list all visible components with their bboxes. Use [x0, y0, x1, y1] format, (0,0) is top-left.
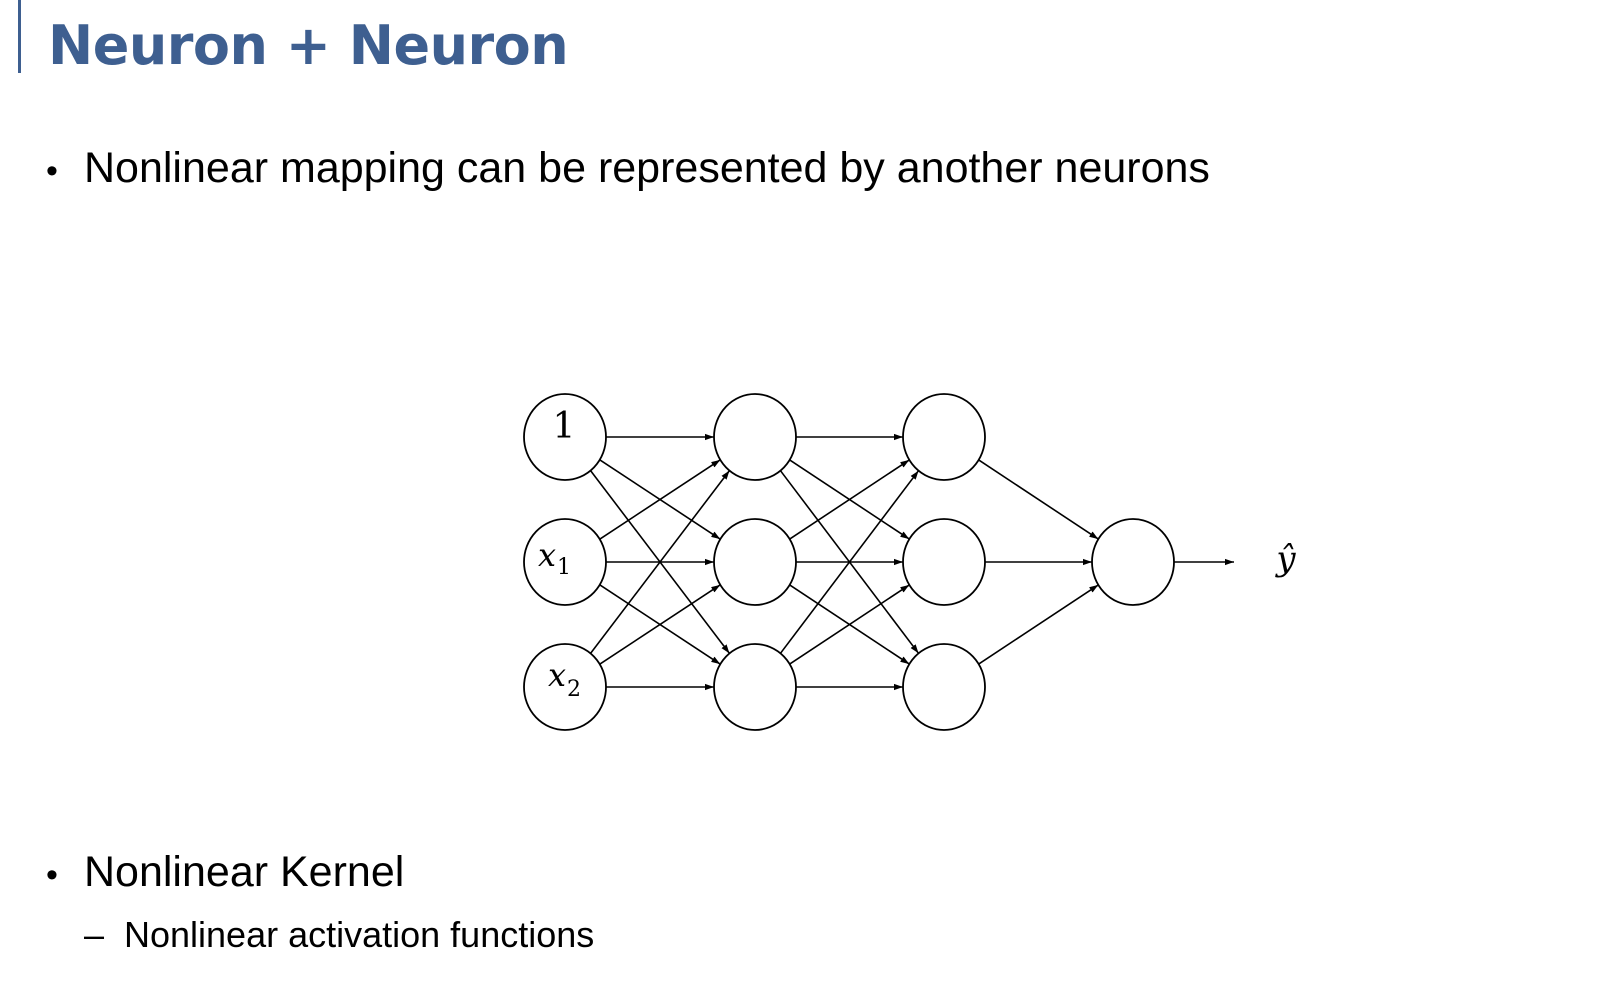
node-layer0-0	[523, 393, 607, 481]
input-node-bias-label: 1	[553, 406, 576, 447]
slide-title: Neuron + Neuron	[48, 14, 569, 77]
sub-bullet-1-text: Nonlinear activation functions	[124, 914, 595, 955]
bullet-2-text: Nonlinear Kernel	[84, 848, 405, 896]
sub-bullet-1: – Nonlinear activation functions	[84, 914, 594, 956]
node-layer0-2	[523, 643, 607, 731]
node-layer1-0	[713, 393, 797, 481]
node-layer1-1	[713, 518, 797, 606]
edge-l1n2-to-l2n0	[779, 470, 920, 654]
edge-l2n0-to-l3n0	[978, 459, 1099, 540]
edge-l1n2-to-l2n1	[789, 584, 910, 665]
edge-l2n2-to-l3n0	[978, 584, 1099, 665]
edge-l0n2-to-l1n1	[599, 584, 721, 665]
svg-text:1: 1	[557, 555, 571, 580]
bullet-glyph: •	[46, 152, 58, 190]
edge-l0n2-to-l1n0	[589, 470, 731, 654]
bullet-1-text: Nonlinear mapping can be represented by …	[84, 144, 1210, 192]
edge-l0n1-to-l1n0	[599, 459, 721, 540]
node-layer0-1	[523, 518, 607, 606]
edge-l1n1-to-l2n0	[789, 459, 910, 540]
node-layer2-2	[902, 643, 986, 731]
output-label-y-hat: ŷ	[1274, 539, 1296, 579]
bullet-glyph: •	[46, 856, 58, 894]
connection-edges	[589, 433, 1234, 691]
bullet-1: • Nonlinear mapping can be represented b…	[46, 144, 1210, 193]
node-layer1-2	[713, 643, 797, 731]
title-accent-bar	[18, 0, 21, 73]
svg-text:2: 2	[567, 677, 581, 702]
bullet-2: • Nonlinear Kernel	[46, 848, 404, 897]
input-node-x2-label: x 2	[548, 656, 581, 702]
node-layer3-0	[1091, 518, 1175, 606]
node-layer2-1	[902, 518, 986, 606]
network-nodes	[523, 393, 1175, 731]
svg-text:x: x	[548, 656, 566, 694]
input-node-x1-label: x 1	[538, 536, 571, 580]
svg-text:x: x	[538, 536, 556, 574]
node-layer2-0	[902, 393, 986, 481]
sub-bullet-glyph: –	[84, 914, 105, 955]
